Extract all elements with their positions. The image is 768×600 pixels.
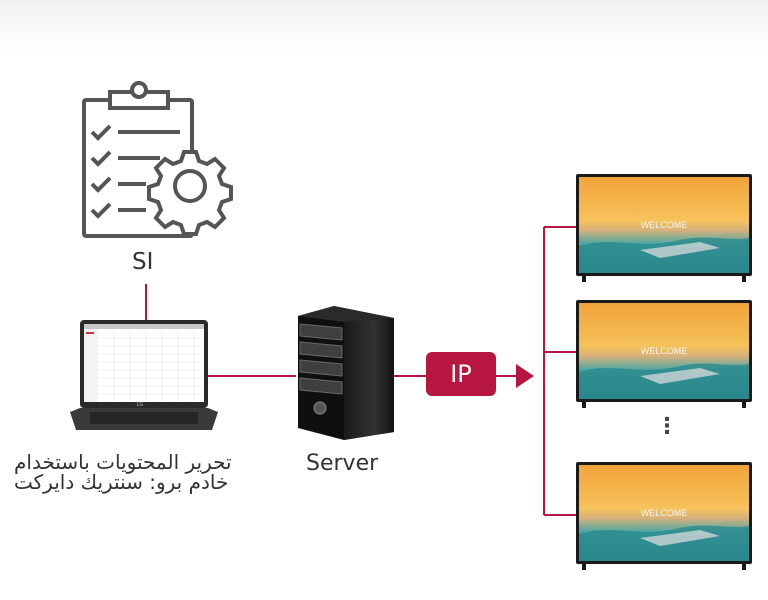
laptop-caption-line-1: تحرير المحتويات باستخدام [14, 450, 232, 474]
arrow-right-icon [516, 364, 534, 388]
laptop-caption-line-2: خادم برو: سنتريك دايركت [14, 470, 229, 494]
more-displays-indicator: ⋮ [656, 414, 678, 439]
laptop-caption: تحرير المحتويات باستخدام خادم برو: سنتري… [14, 452, 284, 492]
tv-welcome-text: WELCOME [641, 346, 688, 356]
connector-lines [145, 226, 576, 516]
tv-welcome-text: WELCOME [641, 508, 688, 518]
server-icon [298, 306, 394, 440]
server-label: Server [306, 451, 379, 476]
laptop-icon: LG [70, 320, 218, 430]
tv-display-3: WELCOME [576, 462, 752, 570]
top-band [0, 0, 768, 52]
tv-display-2: WELCOME [576, 300, 752, 408]
tv-display-1: WELCOME [576, 174, 752, 282]
si-label: SI [132, 249, 154, 275]
ip-badge: IP [426, 352, 496, 396]
tv-welcome-text: WELCOME [641, 220, 688, 230]
laptop-brand-logo: LG [137, 402, 144, 408]
clipboard-gear-icon [82, 81, 233, 238]
